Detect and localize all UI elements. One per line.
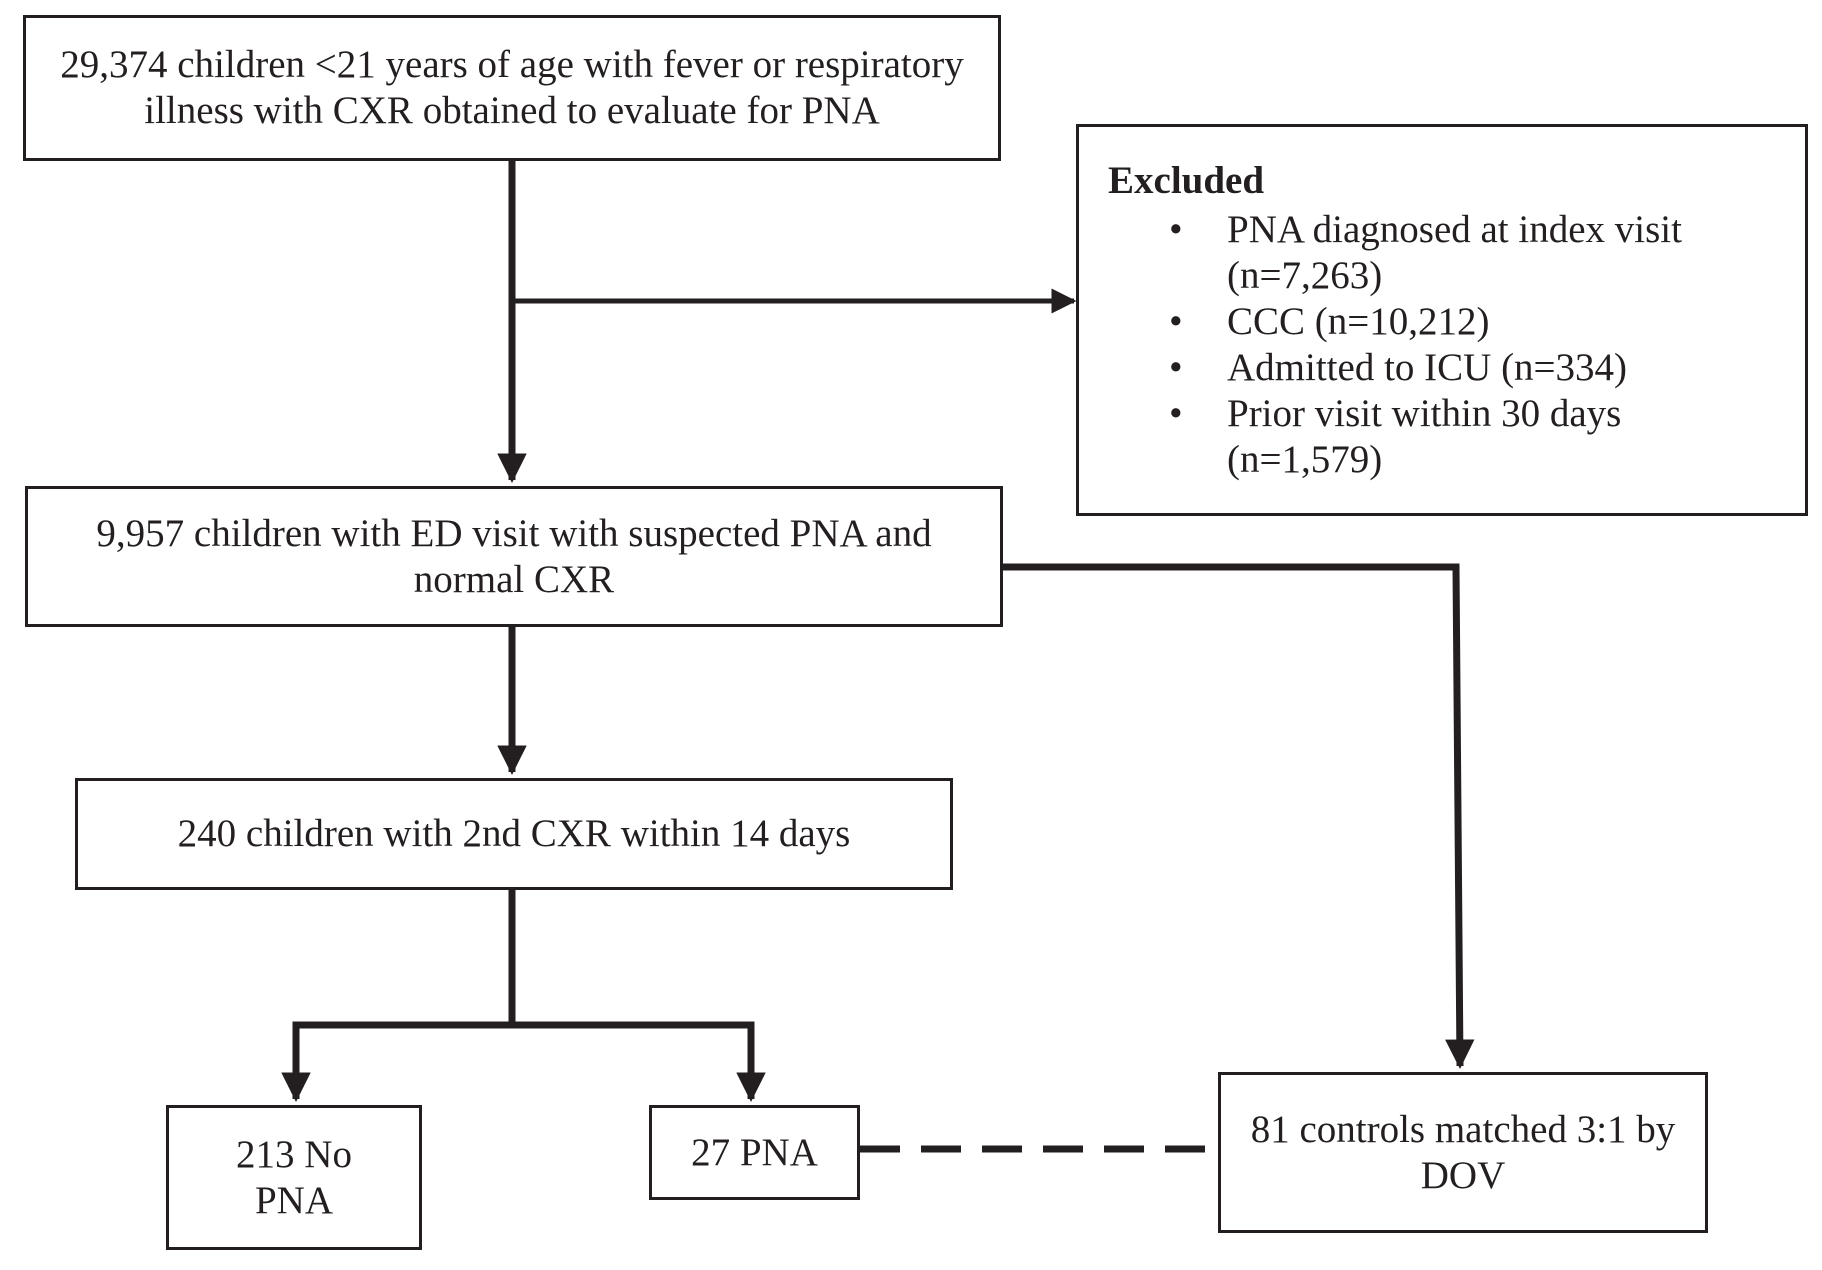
excluded-item-line-1: Prior visit within 30 days: [1227, 392, 1622, 435]
box-excluded: Excluded • PNA diagnosed at index visit …: [1076, 124, 1808, 516]
box-pna: 27 PNA: [649, 1105, 860, 1200]
excluded-list: • PNA diagnosed at index visit (n=7,263)…: [1079, 207, 1805, 483]
excluded-item: • Admitted to ICU (n=334): [1079, 345, 1805, 391]
no-pna-line-2: PNA: [254, 1178, 333, 1222]
bullet-icon: •: [1169, 208, 1183, 251]
bullet-icon: •: [1169, 346, 1183, 389]
bullet-icon: •: [1169, 300, 1183, 343]
excluded-item-line-1: PNA diagnosed at index visit: [1227, 208, 1682, 251]
suspected-line-2: normal CXR: [413, 557, 615, 601]
excluded-item-line-1: CCC (n=10,212): [1227, 300, 1490, 343]
connector-suspected-to-controls: [1003, 563, 1475, 1069]
connector-to-pna: [512, 1021, 766, 1102]
no-pna-line-1: 213 No: [236, 1132, 352, 1176]
excluded-item: • PNA diagnosed at index visit (n=7,263): [1079, 207, 1805, 299]
bullet-icon: •: [1169, 392, 1183, 435]
connector-to-no-pna: [281, 1021, 512, 1102]
suspected-line-1: 9,957 children with ED visit with suspec…: [96, 511, 932, 555]
controls-line-1: 81 controls matched 3:1 by: [1250, 1107, 1676, 1151]
initial-line-1: 29,374 children <21 years of age with fe…: [60, 43, 964, 86]
excluded-item-line-2: (n=7,263): [1227, 254, 1383, 297]
box-no-pna: 213 No PNA: [166, 1105, 422, 1250]
box-initial-cohort: 29,374 children <21 years of age with fe…: [23, 15, 1001, 161]
excluded-item: • CCC (n=10,212): [1079, 299, 1805, 345]
box-controls: 81 controls matched 3:1 by DOV: [1218, 1072, 1708, 1233]
controls-line-2: DOV: [1420, 1153, 1506, 1197]
excluded-title: Excluded: [1108, 159, 1265, 202]
excluded-item-line-1: Admitted to ICU (n=334): [1227, 346, 1628, 389]
second-cxr-text: 240 children with 2nd CXR within 14 days: [177, 812, 851, 855]
box-second-cxr: 240 children with 2nd CXR within 14 days: [75, 778, 953, 890]
initial-line-2: illness with CXR obtained to evaluate fo…: [144, 89, 880, 132]
box-suspected-pna: 9,957 children with ED visit with suspec…: [25, 486, 1003, 627]
pna-text: 27 PNA: [691, 1130, 818, 1174]
excluded-item-line-2: (n=1,579): [1227, 438, 1383, 481]
excluded-item: • Prior visit within 30 days (n=1,579): [1079, 391, 1805, 483]
